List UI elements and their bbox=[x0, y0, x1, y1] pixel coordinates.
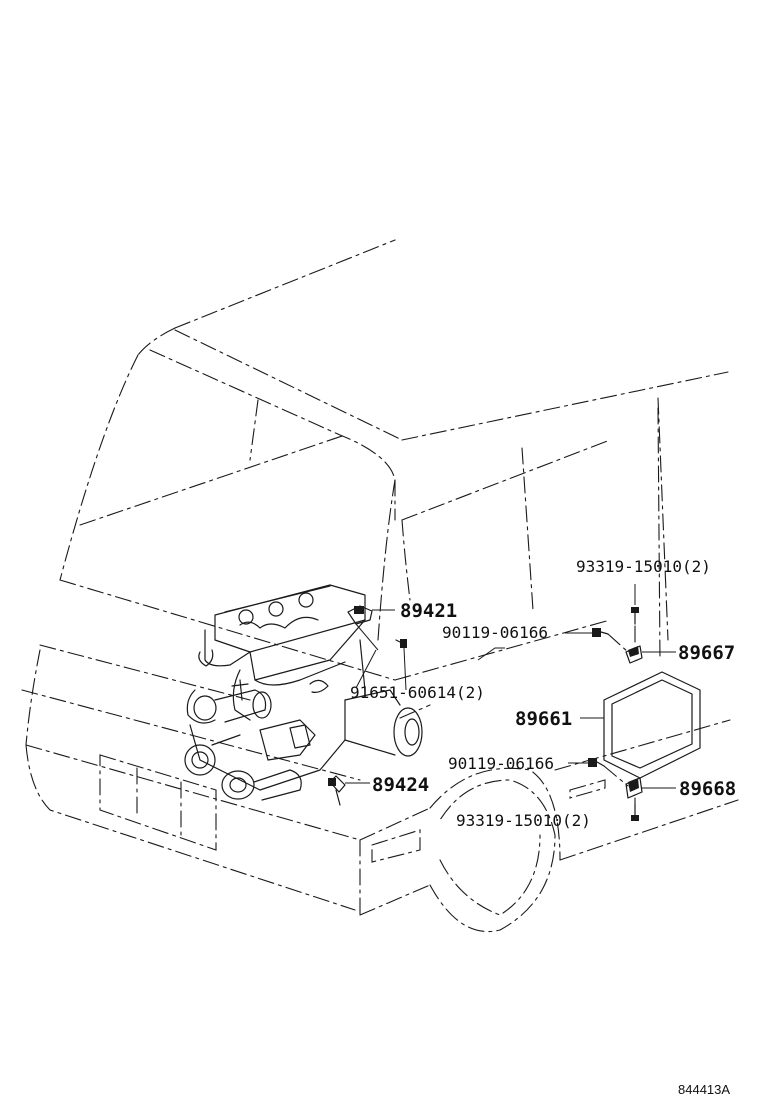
part-93319-screw-bottom[interactable] bbox=[631, 797, 639, 821]
engine-assembly bbox=[184, 584, 423, 801]
part-90119-bolt-top[interactable] bbox=[565, 628, 629, 653]
part-93319-screw-top[interactable] bbox=[631, 584, 639, 646]
label-93319-top[interactable]: 93319-15010(2) bbox=[576, 557, 711, 576]
label-89421[interactable]: 89421 bbox=[400, 600, 457, 622]
part-89668-bracket[interactable] bbox=[625, 777, 676, 799]
label-89424[interactable]: 89424 bbox=[372, 774, 429, 796]
part-89421-sensor[interactable] bbox=[347, 605, 395, 651]
figure-code: 844413A bbox=[678, 1082, 730, 1097]
label-89661[interactable]: 89661 bbox=[515, 708, 572, 730]
part-89667-bracket[interactable] bbox=[625, 645, 676, 664]
part-89661-ecu[interactable] bbox=[580, 671, 701, 779]
vehicle-outline bbox=[21, 239, 739, 932]
part-90119-bolt-bottom[interactable] bbox=[568, 758, 629, 787]
label-89668[interactable]: 89668 bbox=[679, 778, 736, 800]
label-90119-top[interactable]: 90119-06166 bbox=[442, 623, 548, 642]
label-91651[interactable]: 91651-60614(2) bbox=[350, 683, 485, 702]
label-90119-bottom[interactable]: 90119-06166 bbox=[448, 754, 554, 773]
leader-90119-top-extension bbox=[477, 647, 505, 661]
part-91651-bolts[interactable] bbox=[355, 639, 407, 691]
label-93319-bottom[interactable]: 93319-15010(2) bbox=[456, 811, 591, 830]
vehicle-pillar-line bbox=[657, 407, 661, 661]
label-89667[interactable]: 89667 bbox=[678, 642, 735, 664]
part-89424-sensor[interactable] bbox=[328, 775, 370, 806]
